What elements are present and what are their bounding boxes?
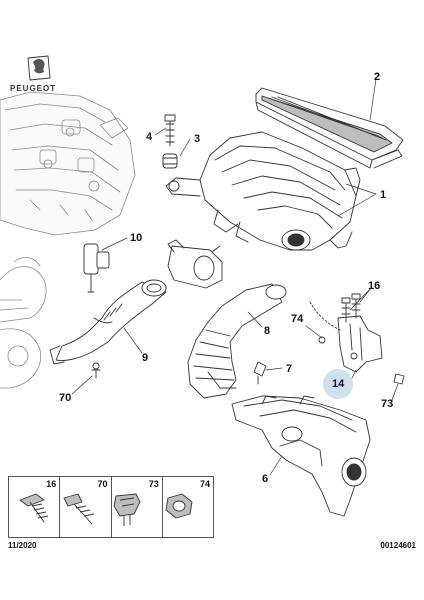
leader-lines	[71, 78, 399, 476]
legend-cell-16: 16	[9, 477, 61, 537]
hardware-legend: 16 70 73 74	[8, 476, 214, 538]
nut-74	[318, 336, 326, 344]
engine-block	[0, 91, 136, 236]
legend-label-74: 74	[199, 479, 210, 489]
screw-4	[164, 114, 176, 147]
legend-clip-73-icon	[113, 493, 141, 526]
air-duct-resonator	[231, 395, 371, 517]
legend-label-70: 70	[97, 479, 108, 489]
callout-4: 4	[146, 131, 153, 143]
intake-hose	[49, 279, 167, 365]
brand-name: PEUGEOT	[10, 84, 57, 93]
corrugated-hose	[187, 283, 287, 399]
callout-2: 2	[374, 71, 381, 83]
diagram-reference: 00124601	[380, 541, 416, 550]
clip-73	[393, 373, 405, 385]
air-temperature-sensor	[83, 243, 110, 293]
air-filter-element	[255, 87, 404, 169]
airflow-meter	[167, 239, 223, 289]
legend-cell-73: 73	[112, 477, 163, 537]
revision-date: 11/2020	[8, 541, 37, 550]
callout-73: 73	[381, 398, 394, 410]
peugeot-lion-logo	[27, 55, 51, 81]
callout-1: 1	[380, 189, 387, 201]
callout-highlight	[323, 369, 353, 399]
callout-8: 8	[264, 325, 271, 337]
air-filter-housing	[165, 131, 361, 251]
legend-screw-70-icon	[63, 493, 95, 525]
callout-3: 3	[194, 133, 201, 145]
callout-70: 70	[59, 392, 72, 404]
callout-14: 14	[332, 378, 345, 390]
clip-7	[253, 361, 267, 385]
screws-16	[341, 293, 361, 323]
callout-10: 10	[130, 232, 143, 244]
screw-70	[91, 362, 101, 379]
callout-7: 7	[286, 363, 293, 375]
legend-cell-70: 70	[60, 477, 112, 537]
assembly-arrow	[309, 301, 341, 331]
callout-6: 6	[262, 473, 269, 485]
bracket-14	[337, 315, 383, 373]
legend-nut-74-icon	[165, 493, 193, 519]
bushing	[162, 153, 178, 169]
legend-cell-74: 74	[163, 477, 213, 537]
callout-9: 9	[142, 352, 149, 364]
legend-screw-16-icon	[19, 493, 49, 523]
legend-label-73: 73	[148, 479, 159, 489]
callout-16: 16	[368, 280, 381, 292]
callout-74: 74	[291, 313, 304, 325]
legend-label-16: 16	[46, 479, 57, 489]
turbocharger	[0, 257, 47, 389]
